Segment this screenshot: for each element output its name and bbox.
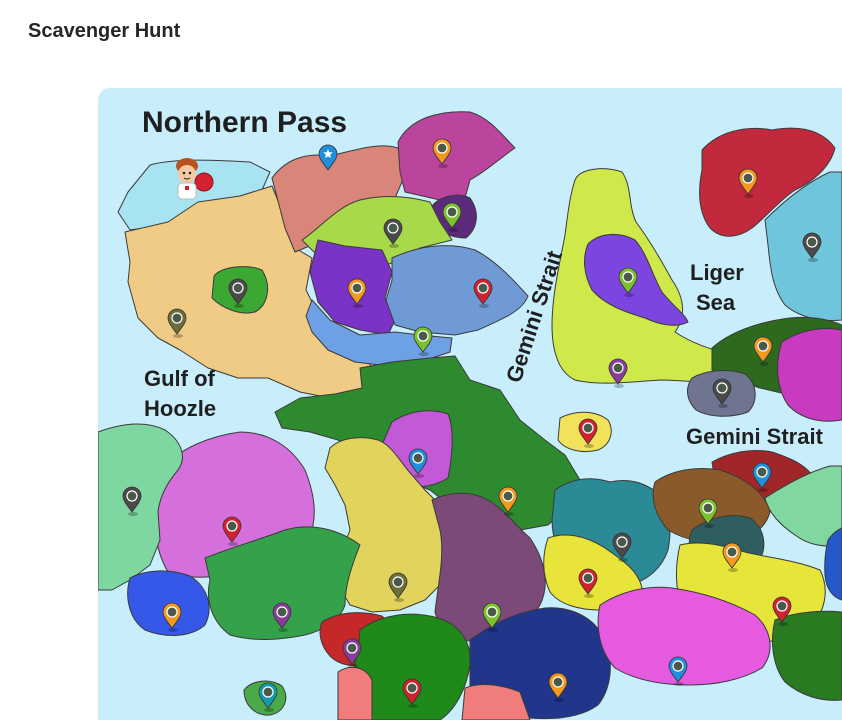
map-pin-red[interactable]	[222, 516, 242, 546]
map-pin-purple[interactable]	[342, 638, 362, 668]
map-pin-orange[interactable]	[162, 602, 182, 632]
map-pin-orange[interactable]	[432, 138, 452, 168]
map-pin-olive[interactable]	[167, 308, 187, 338]
region-royalblue-southwest[interactable]	[127, 570, 210, 636]
map-pin-green[interactable]	[618, 267, 638, 297]
page-title: Scavenger Hunt	[28, 20, 181, 42]
label-gulf-of-hoozle-line2: Hoozle	[144, 396, 216, 421]
map-pin-red[interactable]	[578, 418, 598, 448]
map-pin-blue[interactable]	[752, 462, 772, 492]
region-mint-west[interactable]	[98, 423, 183, 591]
region-salmonpink-southwest[interactable]	[337, 666, 373, 720]
region-magenta-north[interactable]	[397, 111, 516, 201]
map-pin-orange[interactable]	[753, 336, 773, 366]
region-salmonpink-south[interactable]	[461, 684, 531, 720]
label-gemini-strait-horizontal: Gemini Strait	[686, 424, 824, 449]
map-pin-green[interactable]	[413, 326, 433, 356]
map-pin-green[interactable]	[482, 602, 502, 632]
map-canvas[interactable]: Northern Pass Gulf of Hoozle Gemini Stra…	[98, 88, 842, 720]
pins-layer	[122, 138, 822, 712]
map-pin-orange[interactable]	[498, 486, 518, 516]
red-pin-icon	[194, 172, 214, 192]
map-pin-red[interactable]	[473, 278, 493, 308]
region-darkgreen-southeast[interactable]	[771, 610, 842, 701]
label-liger-sea-line1: Liger	[690, 260, 744, 285]
label-liger-sea-line2: Sea	[696, 290, 736, 315]
region-crimson-northeast[interactable]	[699, 127, 836, 237]
map-pin-blue[interactable]	[408, 448, 428, 478]
map-pin-green[interactable]	[698, 498, 718, 528]
map-pin-blue[interactable]	[668, 656, 688, 686]
blue-star-pin-icon[interactable]	[318, 144, 338, 171]
map-pin-orange[interactable]	[347, 278, 367, 308]
map-pin-teal[interactable]	[258, 682, 278, 712]
map-pin-red[interactable]	[578, 568, 598, 598]
label-northern-pass: Northern Pass	[142, 106, 347, 139]
player-avatar[interactable]	[176, 158, 214, 200]
map-pin-purple[interactable]	[608, 358, 628, 388]
map-pin-orange[interactable]	[548, 672, 568, 702]
region-magenta-east[interactable]	[777, 328, 842, 422]
map-pin-dark[interactable]	[122, 486, 142, 516]
region-blue-edge-east[interactable]	[824, 527, 842, 601]
region-steelblue-center[interactable]	[385, 245, 529, 336]
map-pin-dark[interactable]	[712, 378, 732, 408]
region-pink-southeast[interactable]	[597, 586, 771, 686]
region-cornflower-center[interactable]	[305, 299, 453, 367]
label-gulf-of-hoozle-line1: Gulf of	[144, 366, 216, 391]
map-pin-dark[interactable]	[612, 532, 632, 562]
region-medgreen-southwest[interactable]	[204, 526, 361, 641]
map-pin-orange[interactable]	[738, 168, 758, 198]
map-pin-green[interactable]	[442, 202, 462, 232]
map-pin-orange[interactable]	[722, 542, 742, 572]
boy-avatar-icon	[176, 158, 198, 200]
map-pin-purple[interactable]	[272, 602, 292, 632]
map-pin-olive[interactable]	[388, 572, 408, 602]
map-pin-dark[interactable]	[228, 278, 248, 308]
map-pin-red[interactable]	[402, 678, 422, 708]
map-pin-red[interactable]	[772, 596, 792, 626]
map-frame[interactable]: Northern Pass Gulf of Hoozle Gemini Stra…	[98, 88, 842, 720]
map-pin-dark[interactable]	[383, 218, 403, 248]
map-pin-dark[interactable]	[802, 232, 822, 262]
